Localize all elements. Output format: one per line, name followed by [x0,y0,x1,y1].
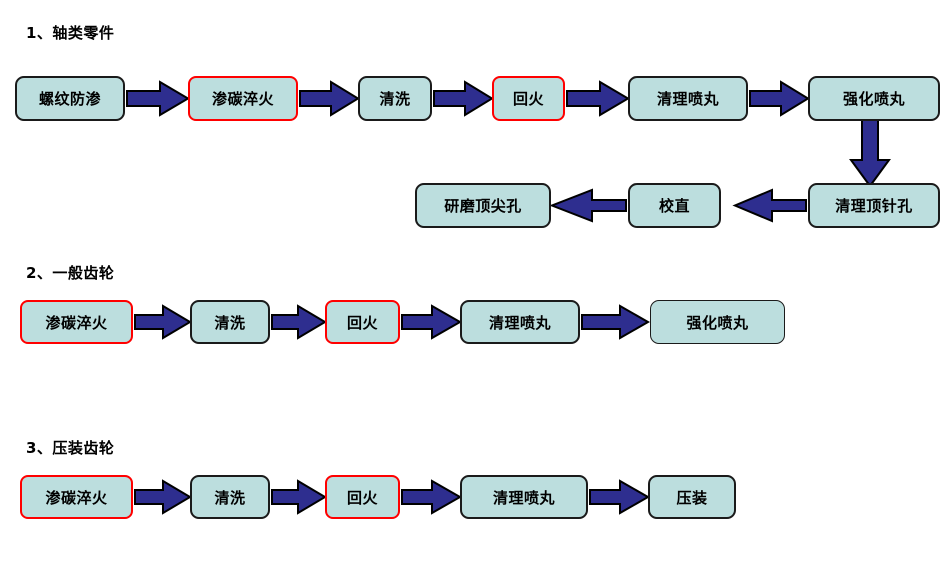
arrow-r1-down [849,119,891,188]
node-label: 清理喷丸 [656,90,719,108]
node-label: 渗碳淬火 [211,90,274,108]
node-label: 回火 [512,90,544,108]
arrow-r3-2 [271,479,327,515]
node-label: 压装 [676,488,708,507]
node-label: 清理顶针孔 [835,197,913,215]
node-2-5[interactable]: 强化喷丸 [650,300,785,344]
node-label: 清洗 [214,488,246,507]
arrow-r1-2 [299,80,360,117]
section-title-1: 1、轴类零件 [26,24,115,42]
node-2-3[interactable]: 回火 [325,300,400,344]
arrow-r1-1 [126,80,190,117]
node-1-8[interactable]: 校直 [628,183,721,228]
arrow-r3-4 [589,479,651,515]
node-label: 研磨顶尖孔 [444,197,522,215]
node-3-2[interactable]: 清洗 [190,475,270,519]
node-label: 渗碳淬火 [45,488,108,507]
arrow-r2-4 [581,304,651,340]
node-2-2[interactable]: 清洗 [190,300,270,344]
node-2-4[interactable]: 清理喷丸 [460,300,580,344]
node-1-9[interactable]: 研磨顶尖孔 [415,183,551,228]
arrow-r2-1 [134,304,192,340]
node-1-3[interactable]: 清洗 [358,76,432,121]
arrow-r2-2 [271,304,327,340]
node-label: 渗碳淬火 [45,313,108,332]
node-label: 强化喷丸 [686,313,749,332]
node-1-4[interactable]: 回火 [492,76,565,121]
arrow-r3-1 [134,479,192,515]
node-1-7[interactable]: 清理顶针孔 [808,183,940,228]
node-3-1[interactable]: 渗碳淬火 [20,475,133,519]
node-3-3[interactable]: 回火 [325,475,400,519]
arrow-r1-5 [749,80,810,117]
section-title-3: 3、压装齿轮 [26,439,115,457]
arrow-r1-3 [433,80,494,117]
node-1-1[interactable]: 螺纹防渗 [15,76,125,121]
node-label: 清洗 [379,90,411,108]
node-label: 螺纹防渗 [38,90,101,108]
node-1-6[interactable]: 强化喷丸 [808,76,940,121]
arrow-r1-4 [566,80,630,117]
node-label: 回火 [346,313,378,332]
arrow-r1-left-1 [732,188,807,223]
node-1-2[interactable]: 渗碳淬火 [188,76,298,121]
node-label: 强化喷丸 [842,90,905,108]
node-2-1[interactable]: 渗碳淬火 [20,300,133,344]
arrow-r1-left-2 [549,188,627,223]
arrow-r3-3 [401,479,463,515]
section-title-2: 2、一般齿轮 [26,264,115,282]
node-label: 清理喷丸 [492,488,555,507]
node-label: 校直 [658,197,690,215]
node-3-4[interactable]: 清理喷丸 [460,475,588,519]
arrow-r2-3 [401,304,463,340]
node-1-5[interactable]: 清理喷丸 [628,76,748,121]
node-label: 清洗 [214,313,246,332]
node-3-5[interactable]: 压装 [648,475,736,519]
node-label: 清理喷丸 [488,313,551,332]
node-label: 回火 [346,488,378,507]
